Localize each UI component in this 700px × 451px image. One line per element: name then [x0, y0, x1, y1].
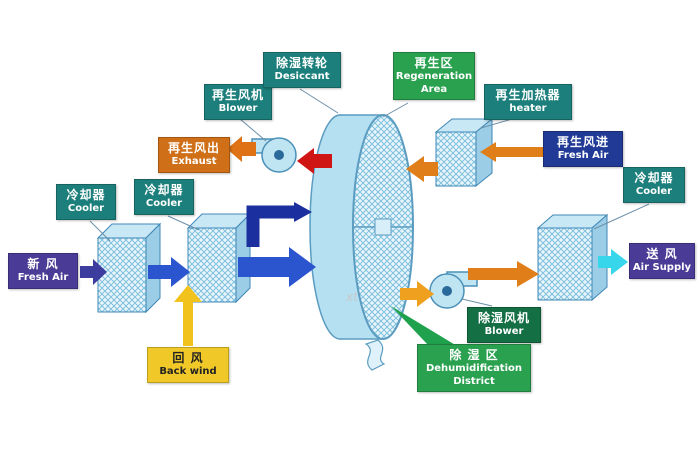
label-air-supply: 送 风 Air Supply — [629, 243, 695, 279]
label-cooler-1-zh: 冷却器 — [66, 188, 106, 202]
label-regen-area: 再生区 Regeneration Area — [393, 52, 475, 100]
arrow-cooler3-to-air-supply — [598, 249, 628, 275]
label-desiccant-en: Desiccant — [274, 71, 330, 82]
label-dehum-district-en: Dehumidification District — [425, 363, 523, 387]
label-regen-fresh-air-zh: 再生风进 — [556, 135, 609, 149]
label-regen-fresh-air: 再生风进 Fresh Air — [543, 131, 623, 167]
arrow-heater-to-wheel — [406, 156, 438, 182]
label-cooler-3-en: Cooler — [635, 186, 673, 197]
desiccant-wheel — [309, 114, 414, 340]
arrow-fresh-air-to-cooler1 — [80, 259, 107, 285]
label-cooler-1: 冷却器 Cooler — [56, 184, 116, 220]
label-regen-blower-zh: 再生风机 — [211, 88, 264, 102]
label-back-wind: 回 风 Back wind — [147, 347, 229, 383]
label-heater-zh: 再生加热器 — [495, 88, 561, 102]
label-desiccant-zh: 除湿转轮 — [275, 56, 328, 70]
cooler-block-3 — [536, 213, 609, 302]
wheel-segment-cutout — [364, 339, 386, 371]
label-fresh-air-in-zh: 新 风 — [27, 257, 59, 271]
label-back-wind-en: Back wind — [159, 366, 217, 377]
label-cooler-2: 冷却器 Cooler — [134, 179, 194, 215]
label-exhaust-en: Exhaust — [171, 156, 217, 167]
leader-lines — [89, 88, 650, 307]
arrow-wheel-to-regen-blower — [297, 148, 332, 174]
label-dehum-blower-en: Blower — [484, 326, 524, 337]
label-cooler-3: 冷却器 Cooler — [623, 167, 685, 203]
label-dehum-district-zh: 除 湿 区 — [449, 348, 499, 362]
label-air-supply-en: Air Supply — [632, 262, 692, 273]
arrow-bypass-to-wheel — [246, 202, 312, 247]
arrow-cooler2-to-wheel — [238, 247, 316, 287]
label-fresh-air-in-en: Fresh Air — [17, 272, 69, 283]
label-cooler-3-zh: 冷却器 — [634, 171, 674, 185]
label-regen-blower: 再生风机 Blower — [204, 84, 272, 120]
label-back-wind-zh: 回 风 — [172, 351, 204, 365]
arrow-back-wind-up — [174, 285, 202, 346]
heater-block — [434, 117, 494, 188]
arrow-cooler1-to-cooler2 — [148, 257, 190, 287]
label-exhaust: 再生风出 Exhaust — [158, 137, 230, 173]
label-regen-fresh-air-en: Fresh Air — [557, 150, 609, 161]
arrow-blower-to-cooler3 — [468, 261, 539, 287]
label-regen-blower-en: Blower — [218, 103, 258, 114]
wheel-hub — [374, 218, 392, 236]
label-dehum-blower-zh: 除湿风机 — [477, 311, 530, 325]
label-cooler-1-en: Cooler — [67, 203, 105, 214]
label-dehum-blower: 除湿风机 Blower — [467, 307, 541, 343]
label-desiccant: 除湿转轮 Desiccant — [263, 52, 341, 88]
label-air-supply-zh: 送 风 — [646, 247, 678, 261]
label-cooler-2-zh: 冷却器 — [144, 183, 184, 197]
label-exhaust-zh: 再生风出 — [167, 141, 220, 155]
dehum-district-pointer — [391, 306, 457, 346]
label-cooler-2-en: Cooler — [145, 198, 183, 209]
label-regen-area-en: Regeneration Area — [395, 71, 473, 95]
regen-blower-fan — [251, 137, 297, 173]
arrow-wheel-to-dehum-blower — [400, 281, 434, 307]
label-heater: 再生加热器 heater — [484, 84, 572, 120]
arrow-blower-to-exhaust — [227, 136, 256, 162]
label-fresh-air-in: 新 风 Fresh Air — [8, 253, 78, 289]
watermark: xt — [346, 290, 358, 304]
label-dehum-district: 除 湿 区 Dehumidification District — [417, 344, 531, 392]
label-heater-en: heater — [509, 103, 547, 114]
label-regen-area-zh: 再生区 — [414, 56, 454, 70]
